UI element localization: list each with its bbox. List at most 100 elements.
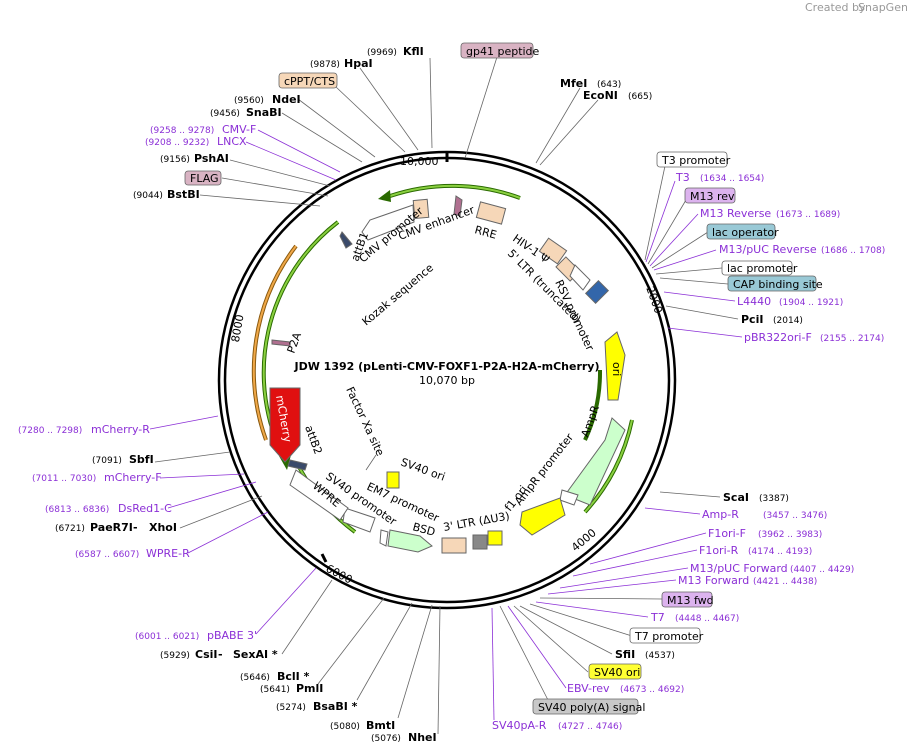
attb1-marker <box>339 231 353 249</box>
primer-range: (9258 .. 9278) <box>150 126 214 136</box>
orf-arc-top-fill <box>389 184 521 199</box>
enzyme-name: SfiI <box>615 648 635 661</box>
enzyme-name: ScaI <box>723 491 749 504</box>
enzyme-pos: (665) <box>628 92 652 102</box>
leader-line <box>149 415 219 430</box>
cmv-enhancer-arrow <box>361 204 415 241</box>
leader-line <box>572 549 698 577</box>
lac-promoter-box <box>721 260 793 276</box>
cap-binding-label: CAP binding site <box>733 278 823 291</box>
leader-line <box>659 491 721 498</box>
cap-binding-box <box>727 275 817 292</box>
rre-box <box>475 201 507 225</box>
primer-name: Amp-R <box>702 508 739 521</box>
factor-xa-label: Factor Xa site <box>343 385 386 459</box>
primer-range: (2155 .. 2174) <box>820 334 884 344</box>
enzyme-name: KflI <box>403 45 424 58</box>
snapgene-brand: SnapGene <box>858 1 907 14</box>
leader-line <box>529 603 633 637</box>
t7-promoter-label: T7 promoter <box>634 630 704 643</box>
enzyme-name: BsaBI * <box>313 700 358 713</box>
enzyme-name: CsiI <box>195 648 217 661</box>
leader-line <box>667 327 743 338</box>
em7-arrow <box>379 529 389 547</box>
enzyme-pos: (5274) <box>276 703 306 713</box>
flag-box <box>184 170 222 186</box>
leader-line <box>539 99 599 166</box>
enzyme-pos: (5076) <box>371 734 401 744</box>
primer-range: (1673 .. 1689) <box>776 210 840 220</box>
enzyme-name: XhoI <box>149 521 177 534</box>
leader-line <box>187 511 269 554</box>
t7-promoter-box <box>629 627 701 644</box>
tick-label: 6000 <box>324 562 355 587</box>
lac-operator-box <box>706 223 776 240</box>
leader-line <box>356 602 413 701</box>
enzyme-pos: (9456) <box>210 109 240 119</box>
leader-line <box>507 605 567 689</box>
enzyme-pos: (5646) <box>240 673 270 683</box>
t3-promoter-label: T3 promoter <box>661 154 731 167</box>
enzyme-name: EcoNI <box>583 89 618 102</box>
leader-line <box>437 605 441 735</box>
leader-line <box>655 267 723 275</box>
cppt-box <box>278 72 338 89</box>
ori-arrow <box>604 331 626 401</box>
primer-name: pBR322ori-F <box>744 331 812 344</box>
enzyme-pos: (9878) <box>310 60 340 70</box>
f1-ori-arrow <box>519 497 566 536</box>
enzyme-pos: (9156) <box>160 155 190 165</box>
enzyme-name: BstBI <box>167 188 200 201</box>
tick-label: 2000 <box>643 285 665 316</box>
tick-label: 8000 <box>229 313 247 343</box>
enzyme-pos: (9044) <box>133 191 163 201</box>
leader-line <box>257 129 341 173</box>
m13-fwd-label: M13 fwd <box>667 594 714 607</box>
enzyme-name: NheI <box>408 731 437 744</box>
cmv-promoter-box <box>412 198 430 220</box>
leader-line <box>547 579 677 595</box>
sv40-polya-box <box>532 698 639 715</box>
plasmid-size: 10,070 bp <box>419 374 475 387</box>
primer-name: DsRed1-C <box>118 502 172 515</box>
enzyme-name: HpaI <box>344 57 373 70</box>
leader-line <box>535 87 581 164</box>
primer-range: (4174 .. 4193) <box>748 547 812 557</box>
primer-name: SV40pA-R <box>492 719 547 732</box>
leader-line <box>659 277 729 285</box>
leader-line <box>317 597 385 685</box>
primer-name: EBV-rev <box>567 682 610 695</box>
enzyme-pos: (7091) <box>92 456 122 466</box>
enzyme-pos: (5641) <box>260 685 290 695</box>
enzyme-pos: (5080) <box>330 722 360 732</box>
primer-name: M13/pUC Forward <box>690 562 788 575</box>
leader-line <box>281 579 333 655</box>
primer-range: (7280 .. 7298) <box>18 426 82 436</box>
primer-range: (4407 .. 4429) <box>790 565 854 575</box>
leader-line <box>644 165 666 261</box>
attb2-label: attB2 <box>302 424 324 457</box>
attb2-marker <box>287 459 308 471</box>
primer-name: pBABE 3' <box>207 629 257 642</box>
leader-line <box>429 57 433 149</box>
primer-name: WPRE-R <box>146 547 190 560</box>
primer-range: (4421 .. 4438) <box>753 577 817 587</box>
leader-line <box>647 199 687 265</box>
ampr-promoter-arrow <box>559 489 579 506</box>
leader-line <box>199 194 321 207</box>
leader-line <box>281 112 363 163</box>
rsv-promoter-arrow <box>569 264 591 291</box>
m13-rev-label: M13 rev <box>690 190 735 203</box>
sv40-ori-inner-box <box>386 471 400 489</box>
primer-range: (1686 .. 1708) <box>821 246 885 256</box>
enzyme-pos: (5929) <box>160 651 190 661</box>
primer-range: (6001 .. 6021) <box>135 632 199 642</box>
primer-range: (1634 .. 1654) <box>700 174 764 184</box>
primer-name: T7 <box>650 611 665 624</box>
t3-promoter-box <box>656 151 728 168</box>
primer-range: (3962 .. 3983) <box>758 530 822 540</box>
leader-line <box>159 473 245 479</box>
leader-line <box>397 604 433 719</box>
ampr-arrow <box>564 417 626 506</box>
